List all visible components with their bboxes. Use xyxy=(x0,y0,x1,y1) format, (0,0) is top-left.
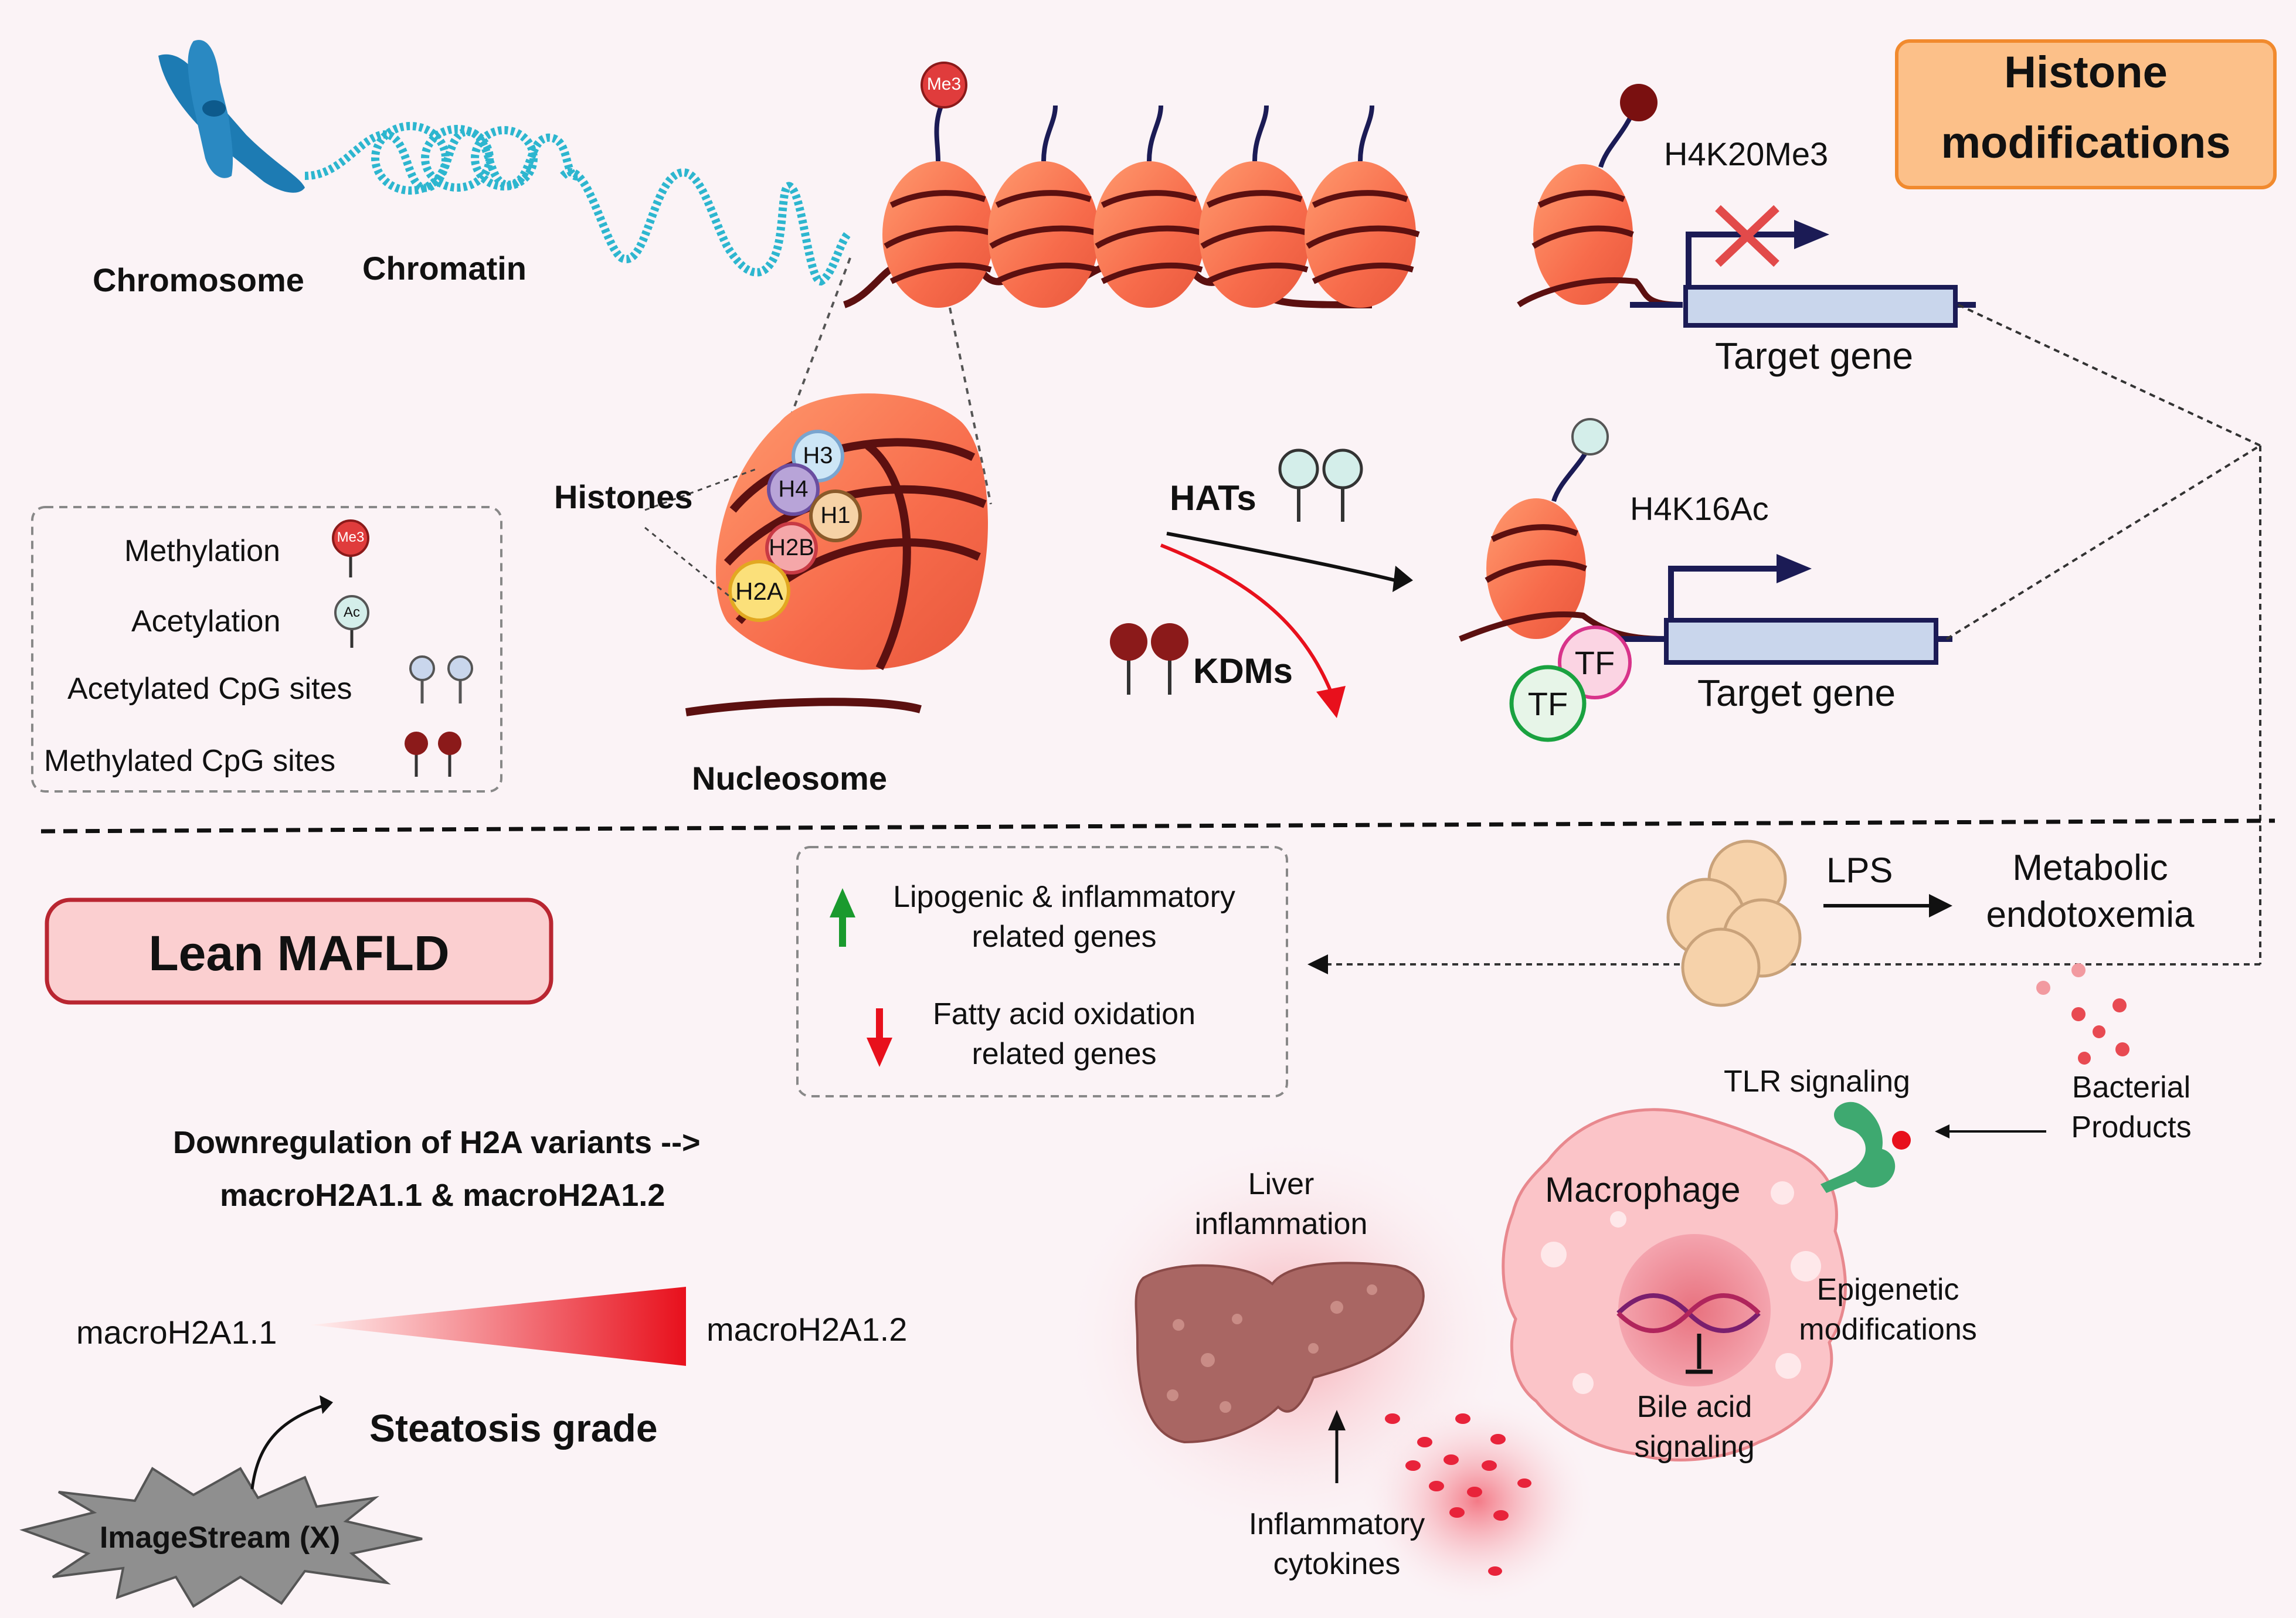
methylation-marker-icon xyxy=(921,62,967,108)
cytokines-2: cytokines xyxy=(1273,1547,1401,1581)
macrophage-icon xyxy=(1502,1108,1847,1461)
epigenetic-1: Epigenetic xyxy=(1816,1273,1959,1307)
down-arrow-icon xyxy=(867,1008,892,1067)
bacterial-products-1: Bacterial xyxy=(2071,1070,2191,1104)
histone-h4: H4 xyxy=(778,476,809,502)
chromatin-label: Chromatin xyxy=(362,250,527,287)
cytokines-icon xyxy=(1360,1395,1595,1606)
nucleosome-detail-icon xyxy=(644,393,988,716)
legend-methylated-cpg: Methylated CpG sites xyxy=(44,744,336,778)
macro-right-label: macroH2A1.2 xyxy=(707,1311,908,1348)
legend-methylation: Methylation xyxy=(124,534,280,568)
bile-acid-1: Bile acid xyxy=(1636,1390,1752,1424)
legend-me3: Me3 xyxy=(337,529,365,545)
legend-acetylation: Acetylation xyxy=(131,604,281,638)
genes-down-1: Fatty acid oxidation xyxy=(932,997,1196,1031)
histone-h2a: H2A xyxy=(735,577,783,605)
imagestream-label: ImageStream (X) xyxy=(99,1521,341,1555)
up-arrow-icon xyxy=(830,888,855,947)
bacterial-products-icon xyxy=(2036,963,2129,1065)
chromatin-icon xyxy=(304,122,851,286)
histone-modifications-box xyxy=(1895,39,2277,189)
histone-h1: H1 xyxy=(820,502,851,528)
bacterial-products-2: Products xyxy=(2071,1110,2192,1144)
liver-2: inflammation xyxy=(1194,1207,1368,1241)
lps-label: LPS xyxy=(1826,851,1893,890)
nucleosome-label: Nucleosome xyxy=(692,760,887,797)
histones-label: Histones xyxy=(554,478,693,515)
lean-mafld-label: Lean MAFLD xyxy=(148,926,450,981)
downreg-2: macroH2A1.1 & macroH2A1.2 xyxy=(220,1178,665,1213)
genes-up-1: Lipogenic & inflammatory xyxy=(893,880,1235,914)
active-gene-icon xyxy=(1459,418,1952,742)
cytokines-1: Inflammatory xyxy=(1248,1507,1425,1541)
steatosis-wedge xyxy=(311,1287,686,1366)
hats-label: HATs xyxy=(1170,478,1256,518)
tlr-label: TLR signaling xyxy=(1724,1065,1910,1099)
histone-title-1: Histone xyxy=(2004,47,2168,97)
histone-h3: H3 xyxy=(803,443,833,468)
legend-acetylated-cpg: Acetylated CpG sites xyxy=(67,672,352,706)
lean-mafld-box xyxy=(45,898,553,1005)
target-gene-1-label: Target gene xyxy=(1715,335,1914,377)
genes-up-2: related genes xyxy=(972,920,1157,954)
steatosis-label: Steatosis grade xyxy=(369,1406,658,1450)
bacteria-icon xyxy=(1666,839,1802,1007)
kdms-label: KDMs xyxy=(1193,651,1293,691)
gene-effects-box xyxy=(796,846,1288,1097)
endotoxemia-2: endotoxemia xyxy=(1986,895,2195,935)
tlr-receptor-icon xyxy=(1821,1102,1896,1193)
section-divider xyxy=(40,818,2275,834)
target-gene-2-label: Target gene xyxy=(1697,672,1896,714)
me3-label: Me3 xyxy=(926,74,962,94)
legend-box xyxy=(31,506,502,793)
legend-ac: Ac xyxy=(343,604,360,620)
downreg-1: Downregulation of H2A variants --> xyxy=(173,1125,701,1160)
chromosome-icon xyxy=(158,40,305,193)
tf-label-1: TF xyxy=(1574,644,1615,681)
genes-down-2: related genes xyxy=(972,1037,1157,1071)
histone-title-2: modifications xyxy=(1941,118,2231,168)
macrophage-label: Macrophage xyxy=(1545,1170,1741,1209)
repressed-gene-icon xyxy=(1517,84,1976,328)
h4k16-label: H4K16Ac xyxy=(1630,490,1769,527)
h4k20-label: H4K20Me3 xyxy=(1664,135,1829,172)
macro-left-label: macroH2A1.1 xyxy=(76,1314,277,1351)
nucleosome-chain xyxy=(843,62,1420,308)
legend-icons xyxy=(332,519,473,777)
tf-label-2: TF xyxy=(1527,685,1568,722)
histone-h2b: H2B xyxy=(769,535,814,560)
hats-kdms-icons xyxy=(1110,448,1413,718)
liver-1: Liver xyxy=(1248,1167,1315,1201)
endotoxemia-1: Metabolic xyxy=(2012,848,2168,888)
bile-acid-2: signaling xyxy=(1634,1430,1755,1464)
epigenetic-2: modifications xyxy=(1799,1313,1977,1347)
starburst-icon xyxy=(19,1467,423,1608)
chromosome-label: Chromosome xyxy=(93,261,304,298)
